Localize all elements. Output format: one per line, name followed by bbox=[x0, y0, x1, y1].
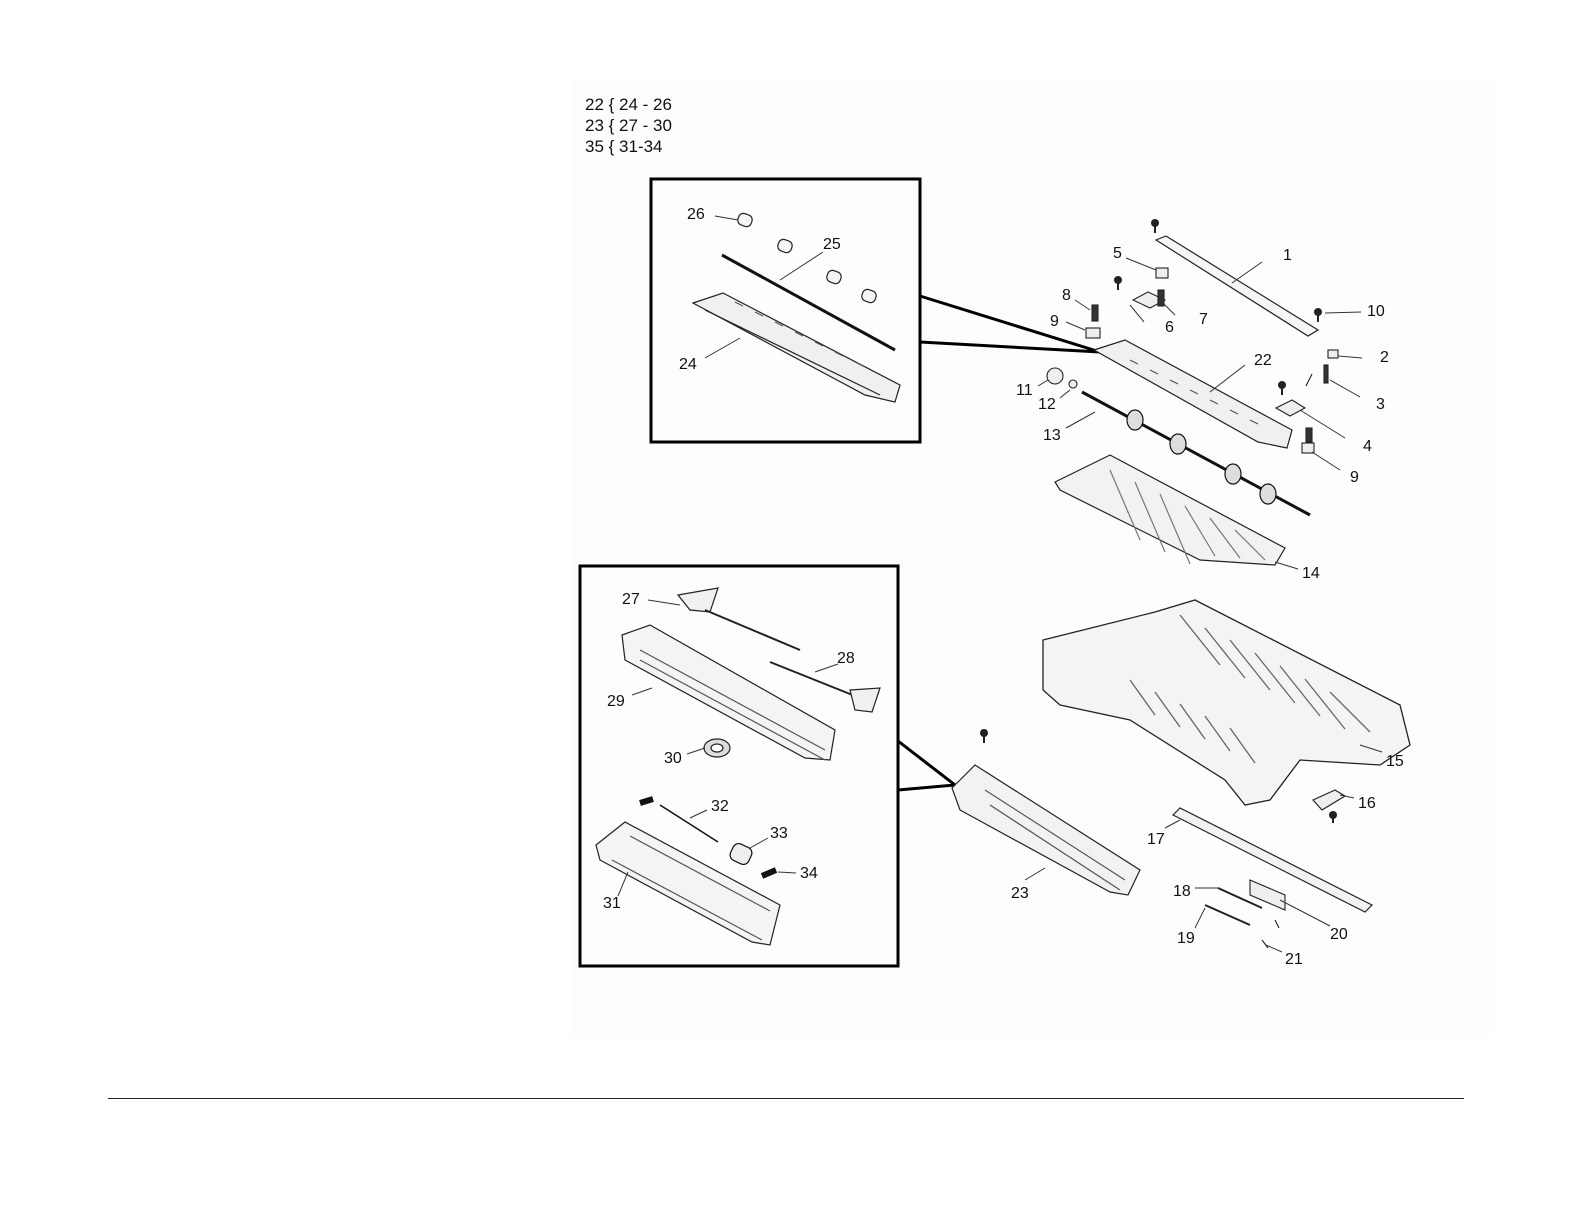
small-parts bbox=[1047, 268, 1338, 453]
sensor-parts-18-21 bbox=[1205, 880, 1285, 948]
lever-16 bbox=[1313, 790, 1345, 810]
gear-30 bbox=[704, 739, 730, 757]
callout-3: 3 bbox=[1376, 396, 1385, 413]
callout-25: 25 bbox=[823, 236, 841, 253]
guide-23 bbox=[952, 765, 1140, 895]
footer-divider bbox=[108, 1098, 1464, 1099]
callout-26: 26 bbox=[687, 206, 705, 223]
callout-13: 13 bbox=[1043, 427, 1061, 444]
callout-17: 17 bbox=[1147, 831, 1165, 848]
callout-30: 30 bbox=[664, 750, 682, 767]
callout-1: 1 bbox=[1283, 247, 1292, 264]
callout-9-upper: 9 bbox=[1050, 313, 1059, 330]
callout-7: 7 bbox=[1199, 311, 1208, 328]
callout-16: 16 bbox=[1358, 795, 1376, 812]
callout-33: 33 bbox=[770, 825, 788, 842]
callout-2: 2 bbox=[1380, 349, 1389, 366]
callout-19: 19 bbox=[1177, 930, 1195, 947]
callout-6: 6 bbox=[1165, 319, 1174, 336]
callout-20: 20 bbox=[1330, 926, 1348, 943]
callout-31: 31 bbox=[603, 895, 621, 912]
callout-29: 29 bbox=[607, 693, 625, 710]
callout-22: 22 bbox=[1254, 352, 1272, 369]
callout-23: 23 bbox=[1011, 885, 1029, 902]
roller-set-26 bbox=[736, 212, 877, 304]
callout-28: 28 bbox=[837, 650, 855, 667]
bracket-1 bbox=[1156, 236, 1318, 336]
leader-lines bbox=[618, 216, 1382, 952]
callout-4: 4 bbox=[1363, 438, 1372, 455]
callout-34: 34 bbox=[800, 865, 818, 882]
chute-14 bbox=[1055, 455, 1285, 565]
frame-29 bbox=[622, 625, 835, 760]
callout-27: 27 bbox=[622, 591, 640, 608]
frame-15 bbox=[1043, 600, 1410, 805]
callout-9-lower: 9 bbox=[1350, 469, 1359, 486]
callout-10: 10 bbox=[1367, 303, 1385, 320]
callout-18: 18 bbox=[1173, 883, 1191, 900]
lever-27 bbox=[678, 588, 800, 650]
callout-5: 5 bbox=[1113, 245, 1122, 262]
callout-11: 11 bbox=[1016, 382, 1033, 399]
callout-14: 14 bbox=[1302, 565, 1320, 582]
callout-8: 8 bbox=[1062, 287, 1071, 304]
callout-15: 15 bbox=[1386, 753, 1404, 770]
callout-21: 21 bbox=[1285, 951, 1303, 968]
callout-24: 24 bbox=[679, 356, 697, 373]
callout-32: 32 bbox=[711, 798, 729, 815]
callout-12: 12 bbox=[1038, 396, 1056, 413]
